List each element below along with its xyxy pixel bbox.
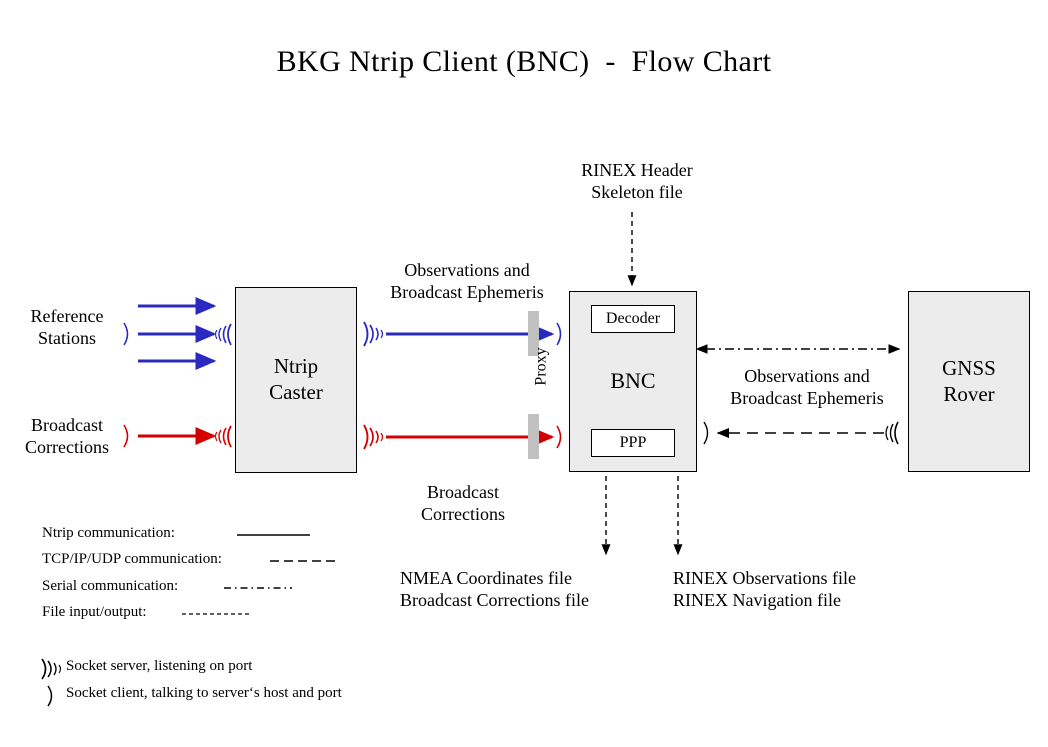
legend-row-serial-communication: Serial communication: (42, 578, 178, 595)
socket-server-icon-caster-left-red (214, 425, 232, 448)
node-gnss-rover-line1: GNSS (942, 355, 996, 380)
socket-client-icon-bnc-observations (556, 322, 562, 346)
proxy-bar-lower (528, 414, 539, 459)
legend-label-tcpip-communication: TCP/IP/UDP communication: (42, 551, 222, 567)
socket-client-icon-reference-stations (123, 322, 129, 346)
socket-client-icon-broadcast-corrections (123, 424, 129, 448)
legend-label-socket-client: Socket client, talking to server‘s host … (66, 685, 342, 701)
legend-label-file-io: File input/output: (42, 604, 147, 620)
node-bnc-ppp[interactable]: PPP (591, 429, 675, 457)
node-bnc-decoder[interactable]: Decoder (591, 305, 675, 333)
node-ntrip-caster[interactable]: Ntrip Caster (235, 287, 357, 473)
legend-socket-client-icon (47, 685, 53, 707)
node-bnc-label: BNC (610, 367, 656, 393)
legend-label-ntrip-communication: Ntrip communication: (42, 525, 175, 541)
page-title: BKG Ntrip Client (BNC) - Flow Chart (276, 45, 772, 78)
label-proxy: Proxy (532, 347, 550, 386)
legend-row-file-io: File input/output: (42, 604, 147, 621)
proxy-bar-upper (528, 311, 539, 356)
socket-server-icon-caster-right-red (363, 424, 384, 450)
legend-row-tcpip-communication: TCP/IP/UDP communication: (42, 551, 222, 568)
socket-client-icon-bnc-rover (703, 421, 709, 445)
node-bnc[interactable]: Decoder BNC PPP (569, 291, 697, 472)
legend-label-serial-communication: Serial communication: (42, 578, 179, 594)
node-gnss-rover-line2: Rover (943, 381, 995, 406)
legend-label-socket-server: Socket server, listening on port (66, 658, 253, 674)
socket-server-icon-rover (885, 421, 899, 445)
node-ntrip-caster-line2: Caster (269, 380, 323, 404)
socket-server-icon-caster-left-blue (214, 323, 232, 346)
connector-reference-stations-to-caster (138, 297, 217, 370)
node-gnss-rover[interactable]: GNSS Rover (908, 291, 1030, 472)
socket-server-icon-caster-right-blue (363, 321, 384, 347)
node-ntrip-caster-line1: Ntrip (273, 354, 319, 379)
legend-row-ntrip-communication: Ntrip communication: (42, 525, 175, 542)
legend-socket-server-icon (41, 658, 62, 680)
socket-client-icon-bnc-corrections (556, 425, 562, 449)
